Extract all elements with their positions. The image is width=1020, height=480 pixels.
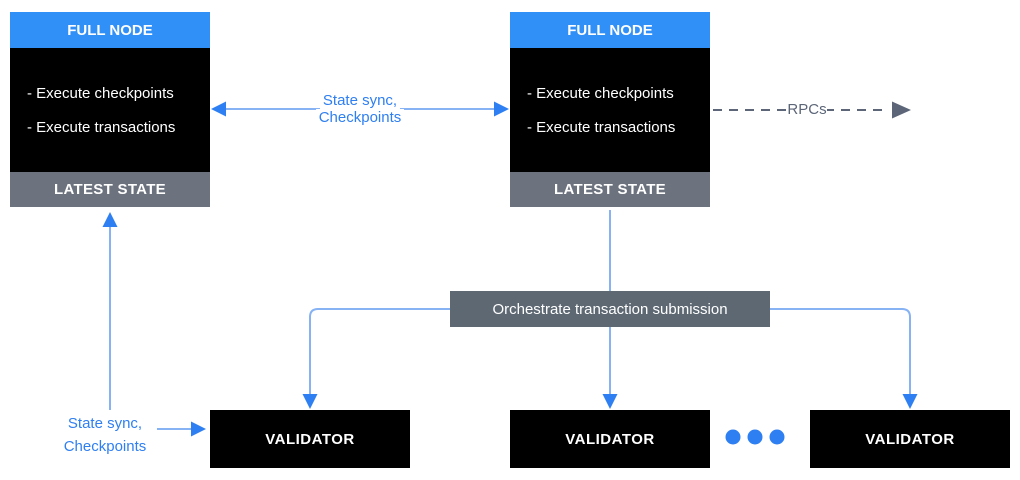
full-node-right-body: - Execute checkpoints - Execute transact… [510, 48, 710, 172]
rpc-label-wrap: RPCs [760, 101, 854, 119]
state-sync-label-top-line2: Checkpoints [315, 109, 405, 126]
validator-label-2: VALIDATOR [565, 430, 655, 448]
state-sync-label-top: State sync, Checkpoints [285, 92, 435, 126]
full-node-right: FULL NODE - Execute checkpoints - Execut… [510, 12, 710, 207]
state-sync-right-arrow [157, 421, 206, 437]
state-sync-label-top-line1: State sync, [319, 92, 401, 109]
orchestrate-label: Orchestrate transaction submission [492, 300, 728, 318]
validator-box-3: VALIDATOR [810, 410, 1010, 468]
ellipsis-dots-icon [725, 429, 785, 445]
validator-label-3: VALIDATOR [865, 430, 955, 448]
state-sync-label-bottom-line2: Checkpoints [60, 435, 150, 458]
full-node-left-footer: LATEST STATE [10, 172, 210, 207]
full-node-left-header: FULL NODE [10, 12, 210, 48]
state-sync-label-bottom: State sync, Checkpoints [30, 412, 180, 458]
full-node-right-header: FULL NODE [510, 12, 710, 48]
full-node-left-item-checkpoints: - Execute checkpoints [27, 84, 174, 102]
validator-box-1: VALIDATOR [210, 410, 410, 468]
full-node-right-item-transactions: - Execute transactions [527, 118, 676, 136]
orchestrate-branch-right-arrow [770, 308, 918, 409]
full-node-left: FULL NODE - Execute checkpoints - Execut… [10, 12, 210, 207]
state-sync-label-bottom-line1: State sync, [64, 412, 146, 435]
orchestrate-branch-left-arrow [302, 308, 450, 409]
full-node-right-item-checkpoints: - Execute checkpoints [527, 84, 674, 102]
rpc-label: RPCs [787, 101, 827, 119]
validator-label-1: VALIDATOR [265, 430, 355, 448]
full-node-left-body: - Execute checkpoints - Execute transact… [10, 48, 210, 172]
state-sync-up-arrow [102, 212, 118, 410]
full-node-right-footer: LATEST STATE [510, 172, 710, 207]
validator-box-2: VALIDATOR [510, 410, 710, 468]
orchestrate-box: Orchestrate transaction submission [450, 291, 770, 327]
full-node-left-item-transactions: - Execute transactions [27, 118, 176, 136]
